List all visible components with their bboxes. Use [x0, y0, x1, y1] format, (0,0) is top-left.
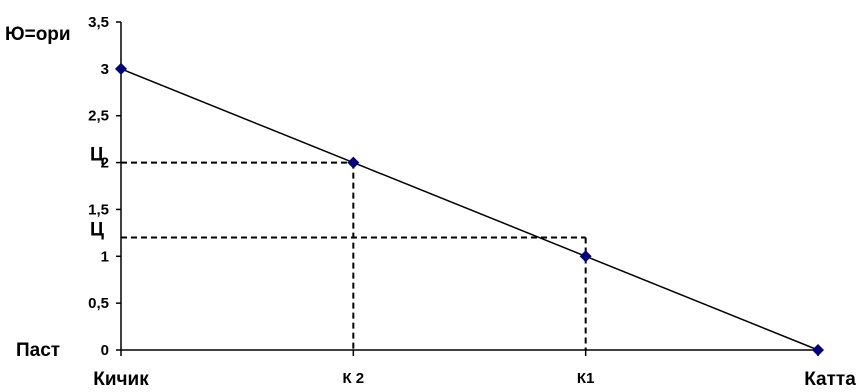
y-tick-label: 2,5 — [88, 108, 109, 125]
x-tick-label: К 2 — [342, 370, 364, 387]
y-tick-label: 0 — [101, 342, 109, 359]
x-tick-label: Кичик — [93, 369, 149, 390]
series-line — [120, 68, 819, 351]
y-tick-label: 0,5 — [88, 295, 109, 312]
data-point-marker — [579, 250, 592, 263]
y-tick-label: 3 — [101, 61, 109, 78]
x-tick-label: Катта — [804, 369, 856, 390]
y-tick-label: 1,5 — [88, 201, 109, 218]
x-tick-label: К1 — [577, 370, 595, 387]
y-tick-label: 2 — [101, 155, 109, 172]
data-point-marker — [115, 62, 127, 75]
dashed-guides — [121, 161, 587, 350]
y-axis-label-top: Ю=ори — [5, 24, 71, 45]
series — [115, 62, 824, 356]
y-axis-label-bottom: Паст — [16, 340, 60, 361]
data-point-marker — [812, 344, 824, 356]
y-tick-label: 3,5 — [88, 14, 109, 31]
axes — [116, 21, 819, 356]
y-tick-label: 1 — [101, 248, 109, 265]
guide-label-1: Ц — [90, 145, 104, 166]
guide-label-2: Ц — [90, 220, 104, 241]
data-point-marker — [347, 156, 360, 169]
